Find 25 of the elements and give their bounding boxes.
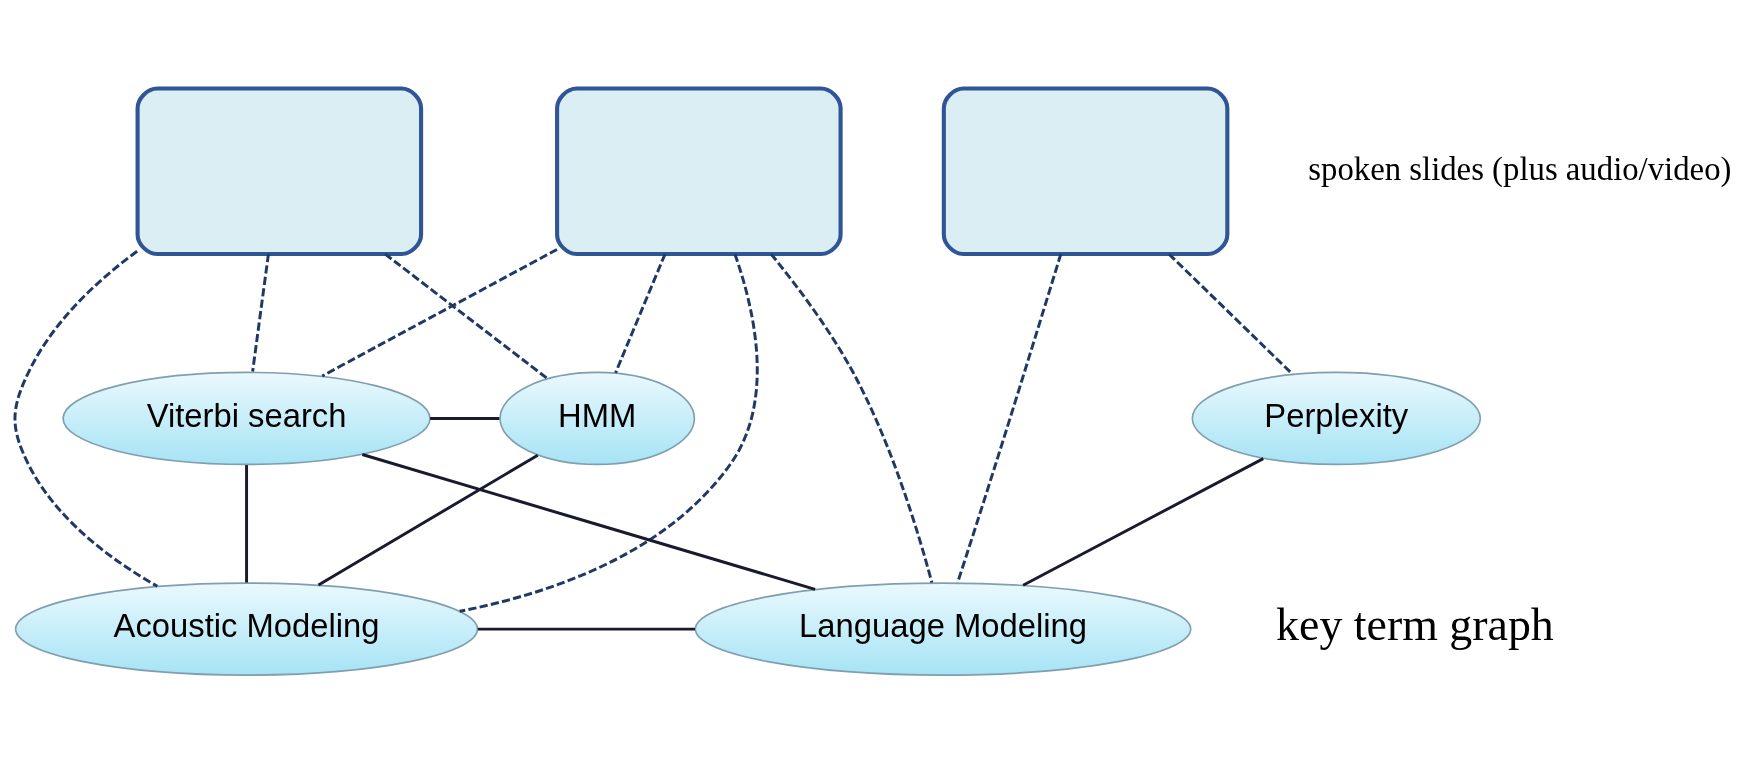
connector — [1022, 456, 1264, 587]
connector — [321, 247, 558, 377]
node-ellipse: HMM — [499, 371, 696, 465]
node-box — [941, 86, 1230, 256]
connector — [317, 453, 539, 586]
connector — [956, 253, 1063, 583]
connector — [361, 452, 816, 591]
connector — [477, 627, 695, 631]
connector — [245, 464, 249, 583]
connector — [251, 253, 270, 372]
connector — [430, 416, 500, 420]
node-ellipse: Language Modeling — [694, 581, 1192, 676]
connector — [614, 253, 667, 373]
connector — [13, 249, 159, 588]
connector — [459, 253, 759, 613]
connector — [384, 252, 549, 380]
connector — [1168, 252, 1294, 375]
connector — [770, 252, 934, 583]
node-box — [135, 86, 424, 256]
node-ellipse: Viterbi search — [62, 371, 431, 465]
node-ellipse: Acoustic Modeling — [14, 581, 479, 676]
label: spoken slides (plus audio/video) — [1308, 150, 1732, 186]
node-box — [555, 86, 843, 256]
node-ellipse: Perplexity — [1191, 371, 1482, 465]
label: key term graph — [1276, 598, 1554, 650]
